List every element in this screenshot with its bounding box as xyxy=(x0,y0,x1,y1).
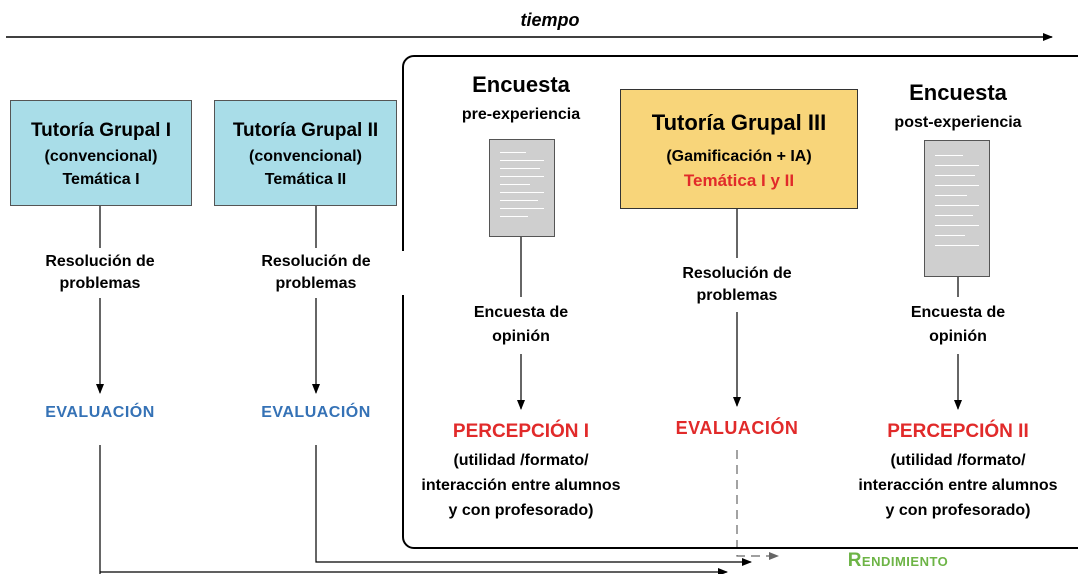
pre-survey-title: Encuesta xyxy=(472,72,570,97)
opinion-line2: opinión xyxy=(492,328,550,345)
tutoria-2-box: Tutoría Grupal II (convencional) Temátic… xyxy=(214,100,397,206)
tutoria-1-box: Tutoría Grupal I (convencional) Temática… xyxy=(10,100,192,206)
tutoria-3-topic: Temática I y II xyxy=(683,171,795,190)
tutoria-1-topic: Temática I xyxy=(62,171,140,188)
resolucion-line1: Resolución de xyxy=(682,265,792,282)
percepcion-detail-line1: (utilidad /formato/ xyxy=(890,452,1026,469)
col2-evaluacion: EVALUACIÓN xyxy=(261,404,371,421)
post-survey-subtitle: post-experiencia xyxy=(894,114,1022,131)
tutoria-3-box: Tutoría Grupal III (Gamificación + IA) T… xyxy=(620,89,858,209)
opinion-line1: Encuesta de xyxy=(910,304,1006,321)
tutoria-3-subtitle: (Gamificación + IA) xyxy=(666,148,812,165)
pre-opinion-label: Encuesta de opinión xyxy=(456,301,586,349)
percepcion-1-detail: (utilidad /formato/ interacción entre al… xyxy=(401,448,641,523)
pre-survey-subtitle: pre-experiencia xyxy=(461,106,581,123)
percepcion-detail-line2: interacción entre alumnos xyxy=(421,477,621,494)
pre-survey-document-icon xyxy=(489,139,555,237)
opinion-line1: Encuesta de xyxy=(473,304,569,321)
t3-evaluacion: EVALUACIÓN xyxy=(675,418,799,438)
tutoria-2-title: Tutoría Grupal II xyxy=(232,120,379,141)
tutoria-2-subtitle: (convencional) xyxy=(249,148,362,165)
percepcion-detail-line3: y con profesorado) xyxy=(448,502,594,519)
flow-eval3-rendimiento xyxy=(736,450,779,560)
resolucion-line2: problemas xyxy=(59,275,141,292)
percepcion-detail-line1: (utilidad /formato/ xyxy=(453,452,589,469)
opinion-line2: opinión xyxy=(929,328,987,345)
flow-eval2-rendimiento xyxy=(315,445,752,566)
col1-evaluacion: EVALUACIÓN xyxy=(45,404,155,421)
flow-eval1-rendimiento xyxy=(99,445,728,574)
timeline-label: tiempo xyxy=(520,10,580,30)
tutoria-1-title: Tutoría Grupal I xyxy=(30,120,172,141)
resolucion-line1: Resolución de xyxy=(261,253,371,270)
percepcion-detail-line3: y con profesorado) xyxy=(885,502,1031,519)
col1-resolucion-label: Resolución de problemas xyxy=(10,251,190,295)
percepcion-detail-line2: interacción entre alumnos xyxy=(858,477,1058,494)
tutoria-3-title: Tutoría Grupal III xyxy=(651,110,827,135)
post-opinion-label: Encuesta de opinión xyxy=(893,301,1023,349)
post-survey-document-icon xyxy=(924,140,990,277)
post-survey-title: Encuesta xyxy=(909,80,1007,105)
resolucion-line2: problemas xyxy=(696,287,778,304)
t3-resolucion-label: Resolución de problemas xyxy=(647,263,827,307)
resolucion-line2: problemas xyxy=(275,275,357,292)
resolucion-line1: Resolución de xyxy=(45,253,155,270)
percepcion-2-title: PERCEPCIÓN II xyxy=(887,421,1029,442)
tutoria-2-topic: Temática II xyxy=(264,171,347,188)
percepcion-1-title: PERCEPCIÓN I xyxy=(452,421,590,442)
tutoria-1-subtitle: (convencional) xyxy=(44,148,158,165)
col2-resolucion-label: Resolución de problemas xyxy=(226,251,406,295)
experience-frame xyxy=(402,55,1078,549)
percepcion-2-detail: (utilidad /formato/ interacción entre al… xyxy=(838,448,1078,523)
rendimiento-label: Rendimiento xyxy=(847,550,949,571)
